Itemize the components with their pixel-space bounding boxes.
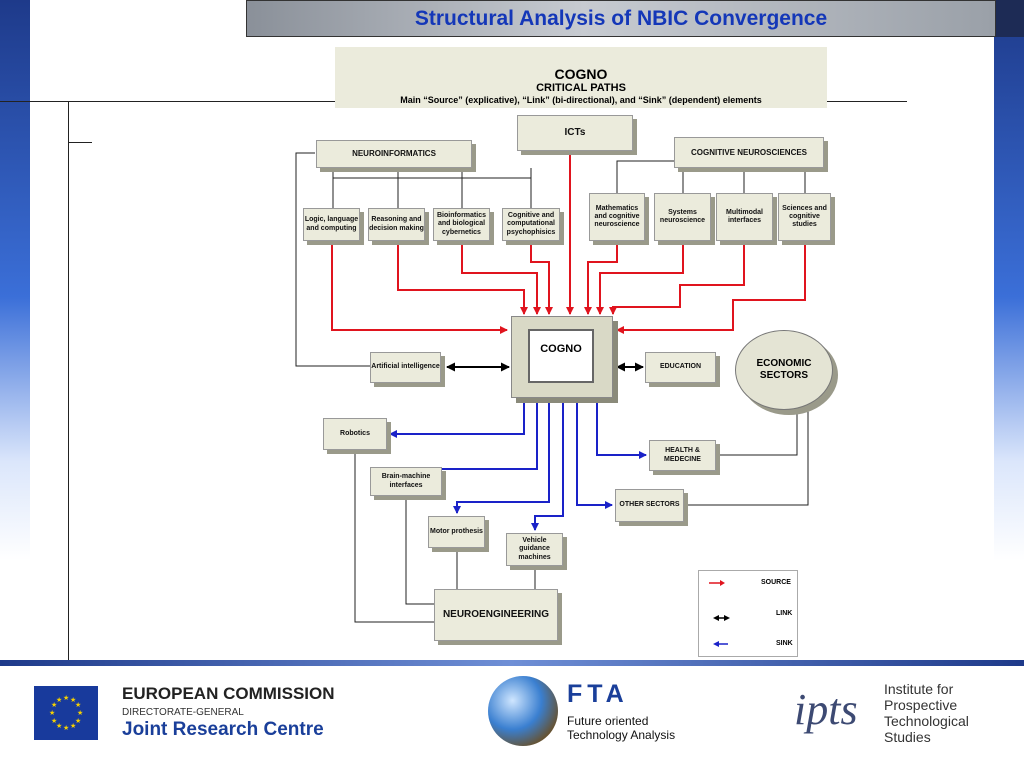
health-medecine-node: HEALTH & MEDECINE (649, 440, 716, 471)
logic-node: Logic, language and computing (303, 208, 360, 241)
header-subtitle: CRITICAL PATHS (536, 82, 626, 94)
bioinformatics-node: Bioinformatics and biological cybernetic… (433, 208, 490, 241)
jrc-name: Joint Research Centre (122, 719, 324, 740)
legend-symbols (709, 580, 730, 647)
economic-sectors-node: ECONOMIC SECTORS (735, 330, 833, 410)
legend-sink: SINK (776, 640, 793, 647)
svg-text:★: ★ (70, 696, 76, 704)
eu-flag-icon: ★★★ ★★★ ★★★ ★★★ (34, 686, 98, 740)
title-bar: Structural Analysis of NBIC Convergence (246, 0, 996, 37)
frame-top-line-right (827, 101, 907, 102)
slide-title: Structural Analysis of NBIC Convergence (414, 7, 828, 30)
mathematics-node: Mathematics and cognitive neuroscience (589, 193, 645, 241)
svg-text:★: ★ (56, 696, 62, 704)
neuroinformatics-node: NEUROINFORMATICS (316, 140, 472, 168)
systems-node: Systems neuroscience (654, 193, 711, 241)
motor-prothesis-node: Motor prothesis (428, 516, 485, 548)
source-arrows (331, 154, 806, 334)
frame-top-line-left (0, 101, 335, 102)
cogno-central-node: COGNO (511, 316, 613, 398)
frame-tick (68, 142, 92, 143)
ipts-name: Institute for Prospective Technological … (884, 681, 969, 745)
ec-name: EUROPEAN COMMISSION (122, 684, 335, 703)
robotics-node: Robotics (323, 418, 387, 450)
svg-text:★: ★ (75, 701, 81, 709)
sciences-node: Sciences and cognitive studies (778, 193, 831, 241)
bottom-divider (0, 660, 1024, 666)
cognitive-computational-node: Cognitive and computational psychophisic… (502, 208, 560, 241)
svg-text:★: ★ (51, 701, 57, 709)
multimodal-node: Multimodal interfaces (716, 193, 773, 241)
vehicle-guidance-node: Vehicle guidance machines (506, 533, 563, 566)
ipts-logo: ipts (794, 685, 858, 734)
header-title: COGNO (554, 66, 608, 82)
legend-source: SOURCE (761, 579, 791, 586)
title-corner-tab (996, 0, 1024, 37)
eu-stars: ★★★ ★★★ ★★★ ★★★ (49, 694, 83, 732)
svg-text:★: ★ (51, 717, 57, 725)
fta-acronym: FTA (567, 680, 629, 708)
cognitive-neurosciences-node: COGNITIVE NEUROSCIENCES (674, 137, 824, 168)
legend-link: LINK (776, 610, 793, 617)
artificial-intelligence-node: Artificial intelligence (370, 352, 441, 383)
icts-node: ICTs (517, 115, 633, 151)
structure-lines (295, 152, 809, 623)
ec-directorate: DIRECTORATE-GENERAL (122, 707, 244, 718)
neuroengineering-node: NEUROENGINEERING (434, 589, 558, 641)
other-sectors-node: OTHER SECTORS (615, 489, 684, 522)
svg-text:★: ★ (63, 694, 69, 702)
svg-text:★: ★ (49, 709, 55, 717)
reasoning-node: Reasoning and decision making (368, 208, 425, 241)
svg-text:★: ★ (77, 709, 83, 717)
education-node: EDUCATION (645, 352, 716, 383)
diagram-header: COGNO CRITICAL PATHS Main “Source” (expl… (335, 47, 827, 108)
svg-text:★: ★ (70, 722, 76, 730)
sink-arrows (389, 402, 647, 531)
svg-text:★: ★ (56, 722, 62, 730)
svg-text:★: ★ (63, 724, 69, 732)
legend: SOURCE LINK SINK (698, 570, 798, 657)
cogno-label: COGNO (528, 329, 594, 383)
header-description: Main “Source” (explicative), “Link” (bi-… (400, 95, 762, 105)
svg-text:★: ★ (75, 717, 81, 725)
fta-globe-icon (488, 676, 558, 746)
right-decoration-bar (994, 0, 1024, 660)
frame-left-line (68, 101, 69, 660)
brain-machine-node: Brain-machine interfaces (370, 467, 442, 496)
left-decoration-bar (0, 0, 30, 660)
fta-name: Future oriented Technology Analysis (567, 714, 676, 742)
